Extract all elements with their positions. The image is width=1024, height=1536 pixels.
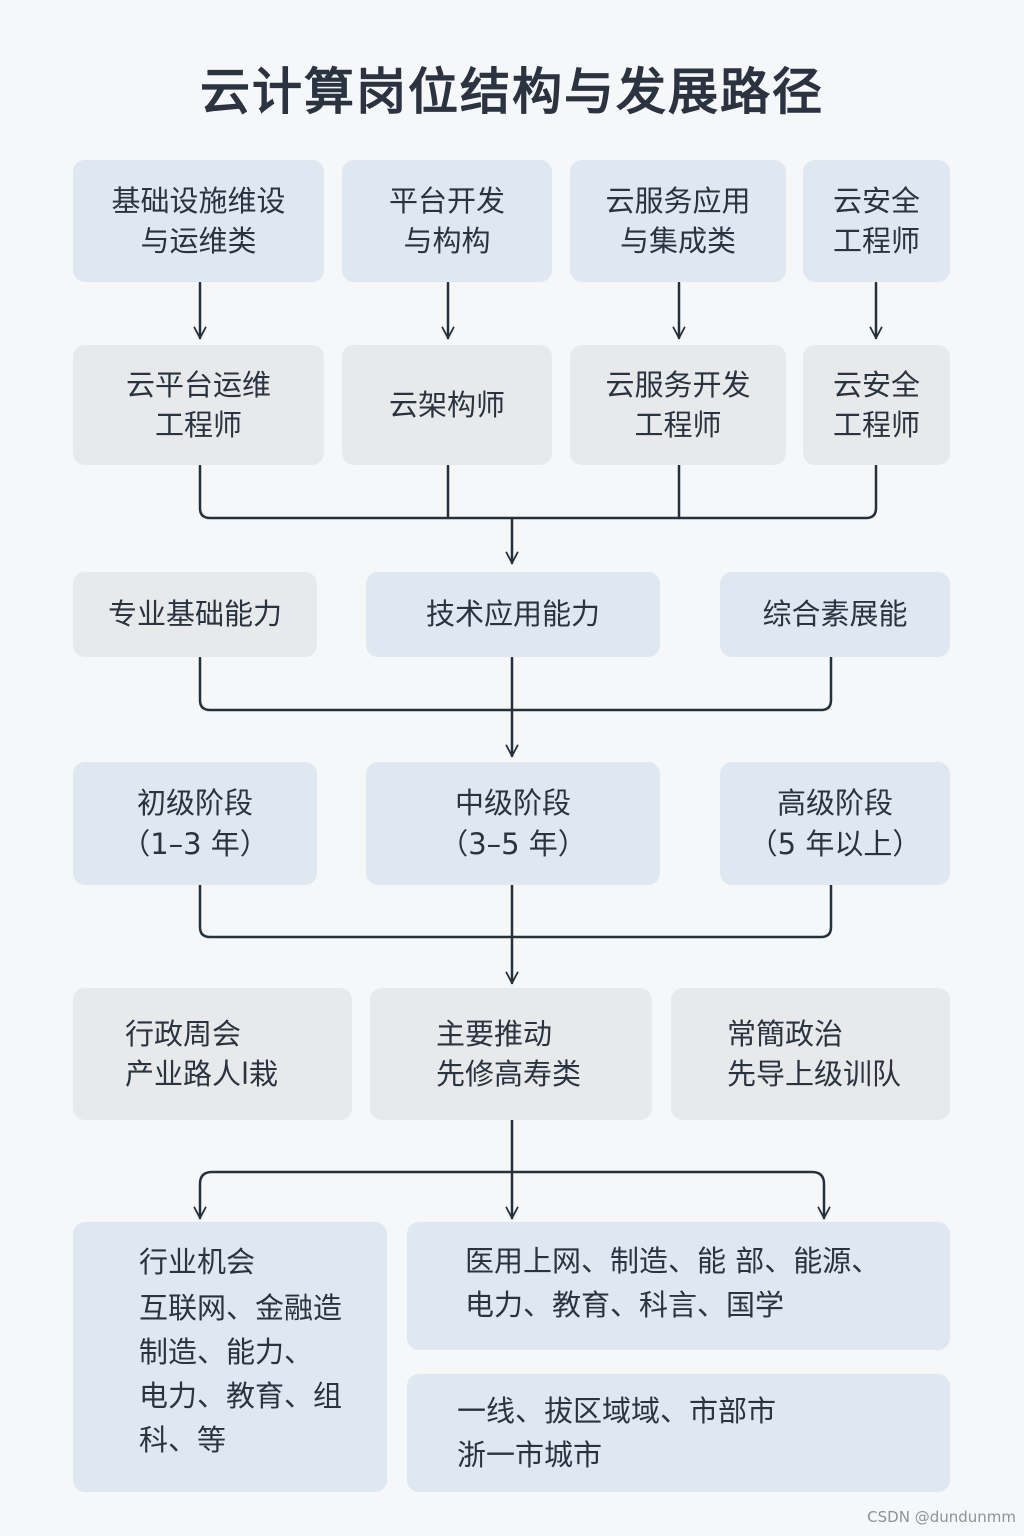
ability-technical-application: 技术应用能力 bbox=[366, 572, 660, 657]
ability-comprehensive: 综合素展能 bbox=[720, 572, 950, 657]
role-cloud-service-dev: 云服务开发 工程师 bbox=[570, 345, 786, 465]
roles-merge-line bbox=[198, 463, 878, 520]
role-security-engineer: 云安全 工程师 bbox=[803, 345, 950, 465]
watermark: CSDN @dundunmm bbox=[867, 1508, 1016, 1526]
category-infrastructure: 基础设施维设 与运维类 bbox=[73, 160, 324, 282]
regional-cities: 一线、拔区域域、市部市 浙一市城市 bbox=[407, 1374, 950, 1492]
category-security: 云安全 工程师 bbox=[803, 160, 950, 282]
stage-junior: 初级阶段 （1–3 年） bbox=[73, 762, 317, 885]
arrow-to-regions bbox=[510, 1170, 831, 1220]
page-title: 云计算岗位结构与发展路径 bbox=[200, 63, 824, 121]
stage-intermediate: 中级阶段 （3–5 年） bbox=[366, 762, 660, 885]
direction-policy: 常簡政治 先导上级训队 bbox=[671, 988, 950, 1120]
category-cloud-service: 云服务应用 与集成类 bbox=[570, 160, 786, 282]
ability-professional-foundation: 专业基础能力 bbox=[73, 572, 317, 657]
arrow-to-industry bbox=[193, 1170, 514, 1220]
role-platform-ops-engineer: 云平台运维 工程师 bbox=[73, 345, 324, 465]
industry-opportunities: 行业机会 互联网、金融造 制造、能力、 电力、教育、组 科、等 bbox=[73, 1222, 387, 1492]
category-platform: 平台开发 与构构 bbox=[342, 160, 552, 282]
role-cloud-architect: 云架构师 bbox=[342, 345, 552, 465]
stages-merge-line bbox=[198, 883, 833, 939]
stage-senior: 高级阶段 （5 年以上） bbox=[720, 762, 950, 885]
direction-main-push: 主要推动 先修高寿类 bbox=[370, 988, 652, 1120]
abilities-merge-line bbox=[198, 655, 833, 712]
application-fields: 医用上网、制造、能 部、能源、 电力、教育、科言、国学 bbox=[407, 1222, 950, 1350]
direction-admin: 行政周会 产业路人l栽 bbox=[73, 988, 352, 1120]
